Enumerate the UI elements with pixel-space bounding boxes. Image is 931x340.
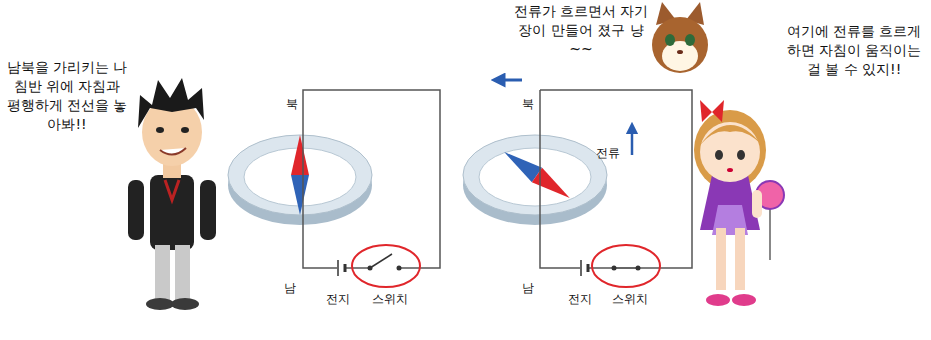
part-label: 스위치 <box>372 291 420 307</box>
highlight-circle <box>352 245 420 287</box>
current-arrow <box>631 128 634 155</box>
highlight-circle <box>592 245 660 287</box>
speech-text: 여기에 전류를 흐르게 하면 자침이 움직이는 걸 볼 수 있지!! <box>782 22 926 79</box>
circuit-wire <box>303 90 440 268</box>
current-arrow <box>498 79 522 82</box>
compass <box>463 135 607 225</box>
boy-character <box>128 78 216 310</box>
speech-text: 전류가 흐르면서 자기장이 만들어 졌구 냥~~ <box>512 2 650 59</box>
direction-label: 남 <box>522 280 538 296</box>
cat-head <box>652 2 708 73</box>
part-label: 전지 <box>568 291 600 307</box>
part-label: 스위치 <box>612 291 660 307</box>
direction-label: 남 <box>284 280 300 296</box>
girl-character <box>694 100 784 306</box>
switch-symbol <box>612 266 641 271</box>
direction-label: 북 <box>286 96 302 112</box>
switch-symbol <box>368 254 402 271</box>
circuit-wire <box>540 90 692 268</box>
part-label: 전지 <box>326 291 358 307</box>
current-label: 전류 <box>596 145 628 161</box>
speech-text: 남북을 가리키는 나침반 위에 자침과 평행하게 전선을 놓아봐!! <box>6 58 128 134</box>
battery-symbol <box>581 260 588 276</box>
compass <box>228 135 372 225</box>
direction-label: 북 <box>522 96 538 112</box>
battery-symbol <box>338 260 345 276</box>
